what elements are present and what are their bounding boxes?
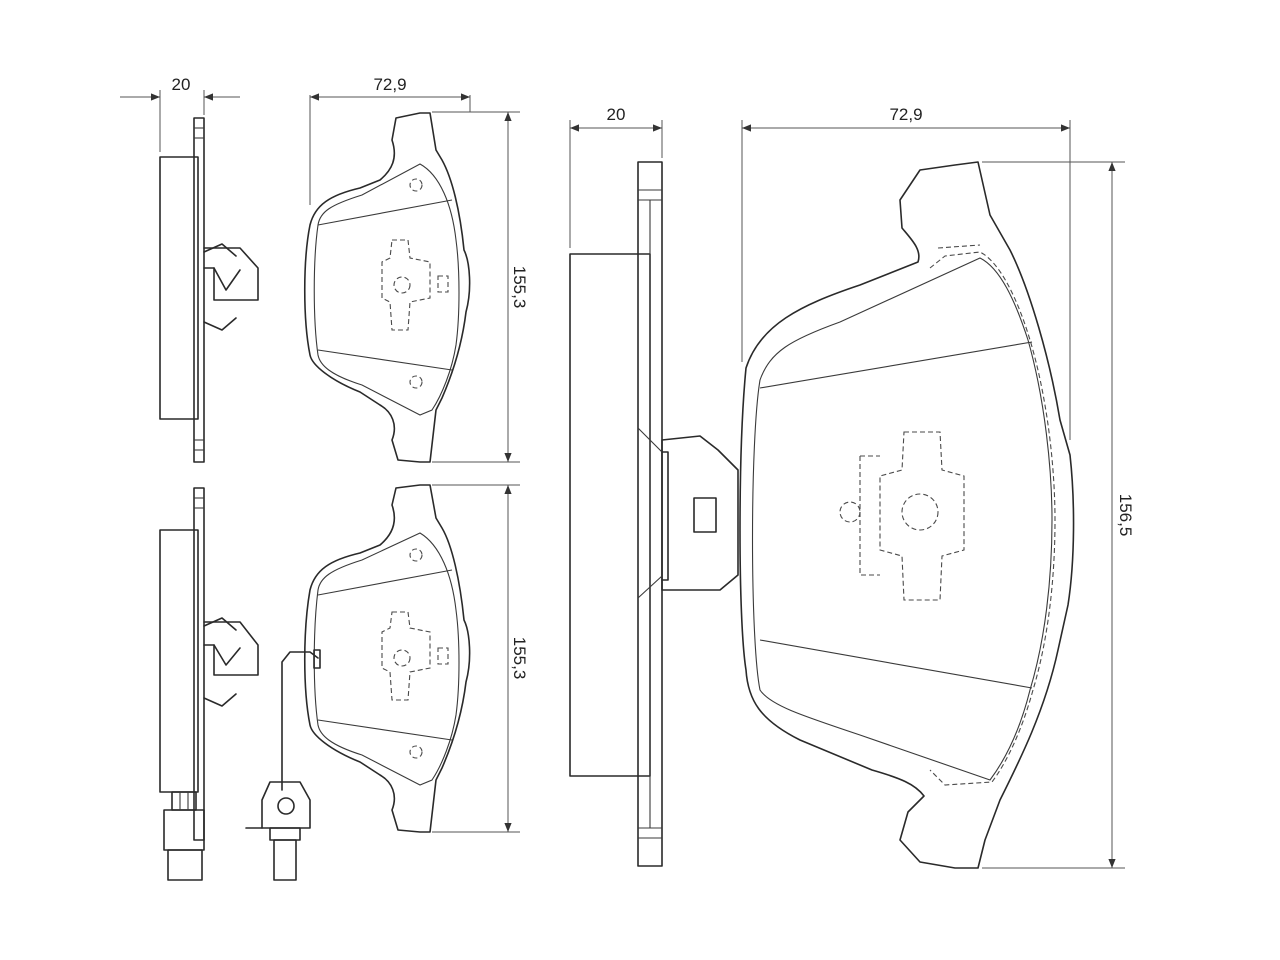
pad-view-large: [739, 161, 1075, 869]
dim-label-pad-top-height: 155,3: [510, 266, 529, 309]
pad-view-top: [303, 112, 471, 463]
side-view-bottom: [159, 487, 259, 881]
side-view-large: [569, 161, 739, 867]
dim-label-pad-large-width: 72,9: [889, 105, 922, 124]
dim-label-side-top: 20: [172, 75, 191, 94]
dim-pad-large: 72,9 156,5: [741, 105, 1135, 869]
dim-label-pad-top-width: 72,9: [373, 75, 406, 94]
dim-pad-top: 72,9 155,3: [309, 75, 529, 463]
dim-label-pad-large-height: 156,5: [1116, 494, 1135, 537]
dim-side-large-thickness: 20: [569, 105, 663, 248]
dim-pad-bottom: 155,3: [432, 484, 529, 833]
dim-label-side-large: 20: [607, 105, 626, 124]
dim-label-pad-bottom-height: 155,3: [510, 637, 529, 680]
dim-side-top-thickness: 20: [120, 75, 240, 152]
pad-view-bottom: [245, 484, 471, 881]
side-view-top: [159, 117, 259, 463]
